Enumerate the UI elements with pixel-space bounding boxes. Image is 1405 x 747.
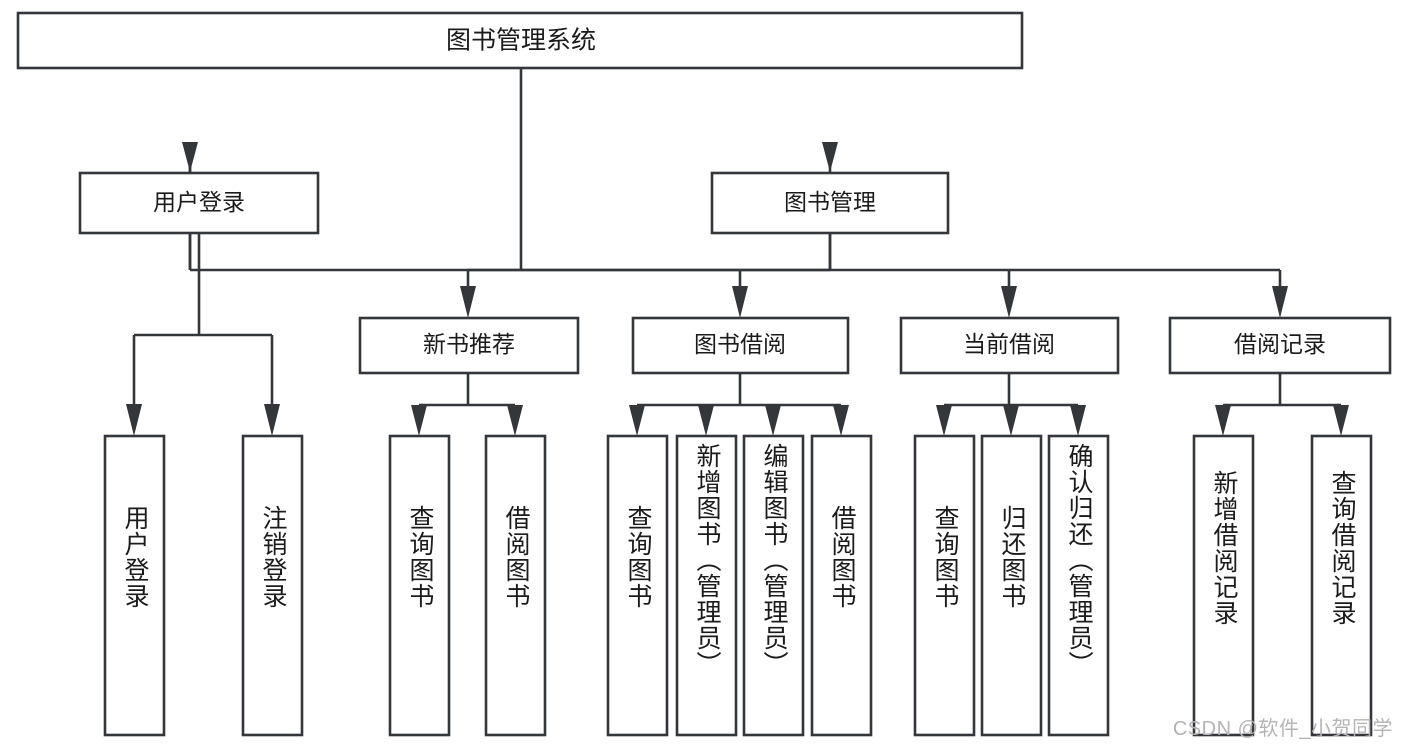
node-book-borrow-label: 图书借阅 [694,331,786,357]
arrowhead-current-borrow [1001,286,1017,318]
node-leaf-user-login-box[interactable] [103,434,166,737]
arrowhead-leaf-query-book-1 [411,405,427,436]
arrowhead-new-book-recommend [460,286,476,318]
node-book-management-label: 图书管理 [784,189,876,215]
connector-group-root [182,68,838,272]
connector-group-bookmanagement [460,233,1288,318]
node-leaf-query-book-3-box[interactable] [913,434,976,737]
arrowhead-leaf-edit-book-admin [765,405,781,436]
node-leaf-query-borrow-record-box[interactable] [1310,434,1373,737]
node-root-box[interactable] [16,11,1024,70]
arrowhead-leaf-confirm-return-admin [1070,405,1086,436]
node-book-borrow-box[interactable] [631,316,850,375]
node-user-login-box[interactable] [78,171,320,235]
arrowhead-leaf-user-login [126,404,142,436]
node-leaf-add-borrow-record-box[interactable] [1192,434,1255,737]
connector-group-currentborrow [936,373,1086,436]
node-borrow-record-label: 借阅记录 [1234,331,1326,357]
arrowhead-userlogin [182,142,198,172]
connector-group-borrowrecord [1215,373,1349,436]
node-user-login[interactable]: 用户登录 [78,171,320,235]
arrowhead-borrow-record [1272,286,1288,318]
node-book-management[interactable]: 图书管理 [710,171,950,235]
node-root[interactable]: 图书管理系统 [16,11,1024,70]
connector-group-userlogin [126,233,280,436]
node-leaf-edit-book-admin-box[interactable] [742,434,805,737]
node-root-label: 图书管理系统 [446,27,596,55]
node-leaf-return-book-box[interactable] [980,434,1043,737]
node-leaf-query-book-1-box[interactable] [388,434,451,737]
csdn-watermark: CSDN @软件_小贺同学 [1172,718,1393,740]
arrowhead-leaf-borrow-book-2 [833,405,849,436]
arrowhead-book-borrow [732,286,748,318]
node-book-borrow[interactable]: 图书借阅 [631,316,850,375]
node-current-borrow-label: 当前借阅 [963,331,1055,357]
arrowhead-bookmanagement [822,142,838,172]
node-leaf-query-book-2-box[interactable] [606,434,669,737]
node-current-borrow[interactable]: 当前借阅 [899,316,1120,375]
arrowhead-leaf-add-borrow-record [1215,405,1231,436]
node-borrow-record-box[interactable] [1168,316,1392,375]
node-leaf-logout-login-box[interactable] [241,434,304,737]
connector-group-bookborrow [629,373,849,436]
node-leaf-borrow-book-2-box[interactable] [810,434,873,737]
node-leaf-add-book-admin-box[interactable] [675,434,738,737]
arrowhead-leaf-logout-login [264,404,280,436]
node-leaf-borrow-book-1-box[interactable] [484,434,547,737]
node-new-book-recommend[interactable]: 新书推荐 [358,316,580,375]
connector-group-newbook [411,373,523,436]
arrowhead-leaf-return-book [1003,405,1019,436]
node-borrow-record[interactable]: 借阅记录 [1168,316,1392,375]
node-user-login-label: 用户登录 [153,189,245,215]
arrowhead-leaf-borrow-book-1 [507,405,523,436]
arrowhead-leaf-query-book-2 [629,405,645,436]
node-book-management-box[interactable] [710,171,950,235]
arrowhead-leaf-query-borrow-record [1333,405,1349,436]
node-leaf-confirm-return-admin-box[interactable] [1047,434,1110,737]
arrowhead-leaf-add-book-admin [698,405,714,436]
node-new-book-recommend-box[interactable] [358,316,580,375]
node-current-borrow-box[interactable] [899,316,1120,375]
node-new-book-recommend-label: 新书推荐 [423,331,515,357]
arrowhead-leaf-query-book-3 [936,405,952,436]
